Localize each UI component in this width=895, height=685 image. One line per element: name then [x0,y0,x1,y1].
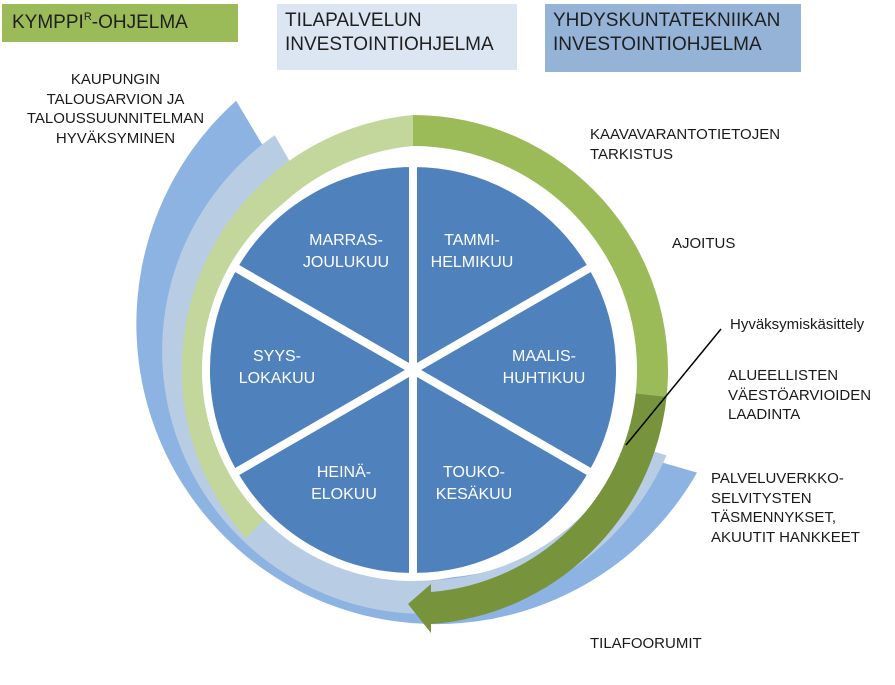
annotation-line: SELVITYSTEN [711,489,812,507]
annotation-line: LAADINTA [728,406,801,423]
tilapalvelu-title-line-1: TILAPALVELUN [285,10,422,31]
green-arrow [408,393,667,633]
annotation-tilafoorumit: TILAFOORUMIT [590,634,702,654]
annotation-line: TARKISTUS [590,145,674,163]
annotation-vaestoarvio: ALUEELLISTEN VÄESTÖARVIOIDEN LAADINTA [728,366,871,425]
green-band-mid [413,115,669,397]
tilapalvelu-program-header: TILAPALVELUN INVESTOINTIOHJELMA [277,4,517,70]
hyvaksymis-leader-line [625,328,722,446]
segment-label-heina-elokuu: HEINÄ-ELOKUU [311,463,377,503]
annotation-line: VÄESTÖARVIOIDEN [728,386,872,404]
segment-label-touko-kesakuu: TOUKO-KESÄKUU [436,464,512,503]
annotation-line: PALVELUVERKKO- [711,470,844,487]
annotation-hyvaksymis: Hyväksymiskäsittely [730,315,864,335]
annotation-palveluverkko: PALVELUVERKKO- SELVITYSTEN TÄSMENNYKSET,… [711,469,860,547]
annotation-line: TILAFOORUMIT [590,635,702,652]
segment-syys-lokakuu [202,262,417,478]
annotation-line: ALUEELLISTEN [728,367,839,384]
kymppi-title: KYMPPIR-OHJELMA [12,11,188,34]
green-band-light [181,115,413,538]
annotation-line: TÄSMENNYKSET, [711,509,837,526]
annotation-line: Hyväksymiskäsittely [730,316,865,333]
segment-label-marras-joulukuu: MARRAS-JOULUKUU [303,232,389,271]
segment-label-syys-lokakuu: SYYS-LOKAKUU [239,348,315,387]
annotation-ajoitus: AJOITUS [672,234,735,254]
annotation-kaavavaranto: KAAVAVARANTOTIETOJEN TARKISTUS [590,125,780,164]
segment-touko-kesakuu [409,366,597,581]
annotation-line: AKUUTIT HANKKEET [711,528,860,546]
yhdyskunta-program-header: YHDYSKUNTATEKNIIKAN INVESTOINTIOHJELMA [545,4,801,72]
annotation-line: HYVÄKSYMINEN [55,129,176,147]
segment-label-tammi-helmikuu: TAMMI-HELMIKUU [431,232,514,271]
tilapalvelu-title-line-2: INVESTOINTIOHJELMA [285,33,494,55]
annotation-line: KAAVAVARANTOTIETOJEN [590,126,781,143]
segment-tammi-helmikuu [409,159,597,374]
segment-heina-elokuu [229,366,417,581]
yhdyskunta-title-line-1: YHDYSKUNTATEKNIIKAN [553,10,781,31]
segment-maalis-huhtikuu [409,262,624,478]
annotation-talousarvio: KAUPUNGIN TALOUSARVION JA TALOUSSUUNNITE… [8,70,223,148]
segment-marras-joulukuu [229,159,417,374]
yhdyskunta-title-line-2: INVESTOINTIOHJELMA [553,33,762,55]
month-pie [202,159,624,581]
outer-band-dark [136,100,698,625]
annotation-line: KAUPUNGIN [70,71,161,88]
annotation-line: TALOUSSUUNNITELMAN [26,110,205,127]
kymppi-program-header: KYMPPIR-OHJELMA [2,4,238,42]
annotation-line: TALOUSARVION JA [46,90,185,108]
annotation-line: AJOITUS [672,235,736,252]
segment-label-maalis-huhtikuu: MAALIS-HUHTIKUU [503,348,586,387]
